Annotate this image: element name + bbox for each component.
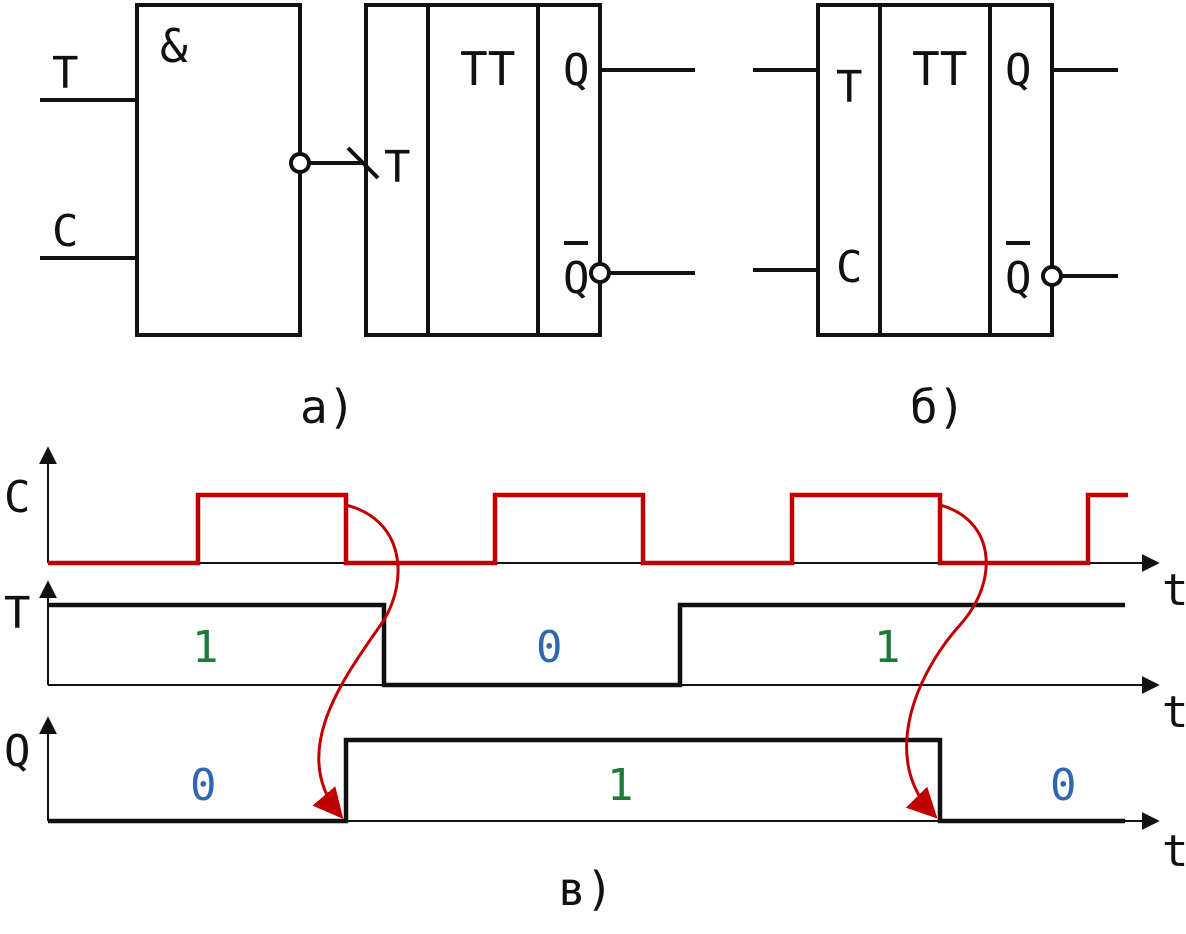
and-gate-input-t: T — [52, 48, 79, 99]
signal-label-q: Q — [4, 726, 31, 777]
flipflop-b-out-q: Q — [1005, 45, 1032, 96]
axis-label-t-t: t — [1162, 687, 1186, 738]
timing-diagram: C t T t Q t 1 0 1 0 1 0 в) — [4, 446, 1186, 916]
inversion-bubble — [289, 152, 311, 174]
flipflop-b-out-qbar: Q — [1005, 253, 1032, 304]
flipflop-a-input-t: T — [384, 142, 411, 193]
caption-b: б) — [910, 380, 965, 434]
t-value-3: 1 — [874, 622, 901, 673]
t-value-2: 0 — [536, 622, 563, 673]
causality-arrow-1 — [312, 503, 400, 819]
q-value-1: 0 — [190, 760, 217, 811]
and-gate-symbol: & — [160, 19, 188, 73]
waveform-c — [48, 492, 1128, 566]
caption-a: a) — [300, 380, 355, 434]
q-value-3: 0 — [1050, 760, 1077, 811]
caption-c: в) — [558, 862, 613, 916]
signal-label-t: T — [4, 588, 31, 639]
flipflop-a-out-qbar: Q — [563, 253, 590, 304]
and-gate: & T C — [40, 3, 380, 337]
flipflop-b-input-c: C — [836, 242, 863, 293]
diagram-b: TT T C Q Q б) — [753, 3, 1118, 434]
waveform-q — [48, 737, 1125, 824]
t-value-1: 1 — [192, 622, 219, 673]
and-gate-input-c: C — [52, 206, 79, 257]
axis-label-t-q: t — [1162, 826, 1186, 877]
diagram-a: & T C TT T Q Q a) — [40, 3, 695, 434]
flipflop-a-out-q: Q — [563, 45, 590, 96]
flipflop-a-type: TT — [460, 42, 515, 96]
signal-label-c: C — [4, 472, 31, 523]
q-value-2: 1 — [607, 760, 634, 811]
dynamic-input-mark — [346, 146, 380, 180]
causality-arrow-2 — [905, 503, 988, 819]
flipflop-b-type: TT — [912, 42, 967, 96]
waveform-t — [48, 602, 1125, 688]
tt-flipflop-a: TT T Q Q — [364, 3, 695, 337]
axis-label-t-c: t — [1162, 565, 1186, 616]
flipflop-b-input-t: T — [836, 62, 863, 113]
